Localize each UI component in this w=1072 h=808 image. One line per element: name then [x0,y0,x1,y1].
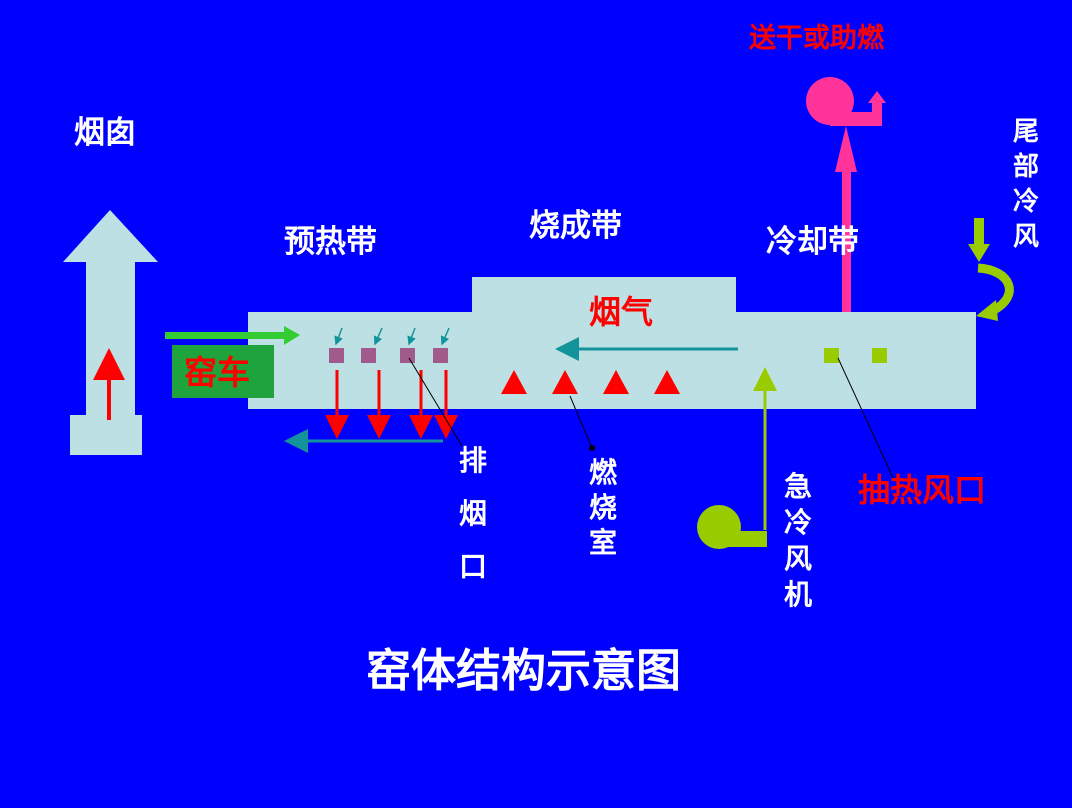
heat-extraction-square [824,348,839,363]
burner-triangle [654,370,680,394]
heat-extraction-ports [824,348,896,483]
exhaust-port-square [433,348,448,363]
chimney [63,210,158,455]
quench-fan [697,367,777,549]
burner-triangle [501,370,527,394]
heat-extraction-port-label: 抽热风口 [858,471,987,509]
quench-fan-label: 急冷风机 [783,470,812,611]
burner-triangle [603,370,629,394]
heat-extraction-leader-line [837,357,896,483]
flue-gas-label: 烟气 [589,293,654,331]
exhaust-port-label: 排烟口 [458,444,487,583]
heat-extraction-square [872,348,887,363]
combustion-leader-line [569,395,593,449]
firing-zone-label: 烧成带 [529,208,622,244]
combustion-chambers [501,370,680,451]
curved-arrow-icon [977,263,1014,314]
kiln-car-block [172,345,274,398]
kiln-car-label: 窑车 [184,353,250,392]
exhaust-port-square [361,348,376,363]
diagram-title: 窑体结构示意图 [366,644,682,697]
drying-or-combustion-label: 送干或助燃 [749,23,884,54]
chimney-label: 烟囱 [74,115,136,151]
firing-zone-roof [472,277,736,317]
preheat-zone-label: 预热带 [284,224,377,260]
combustion-chamber-label: 燃烧室 [588,456,617,559]
pink-blower-fan-icon [806,77,886,126]
tail-cooling-air [968,218,1014,321]
exhaust-port-square [400,348,415,363]
kiln-car-direction-arrow [165,326,300,345]
exhaust-port-leader-line [408,357,463,447]
burner-triangle [552,370,578,394]
cooling-zone-label: 冷却带 [766,224,859,260]
exhaust-ports [284,327,463,453]
exhaust-port-square [329,348,344,363]
tail-cooling-air-label: 尾部冷风 [1012,117,1039,252]
hot-air-extraction [806,77,886,312]
lime-blower-fan-icon [697,505,767,549]
